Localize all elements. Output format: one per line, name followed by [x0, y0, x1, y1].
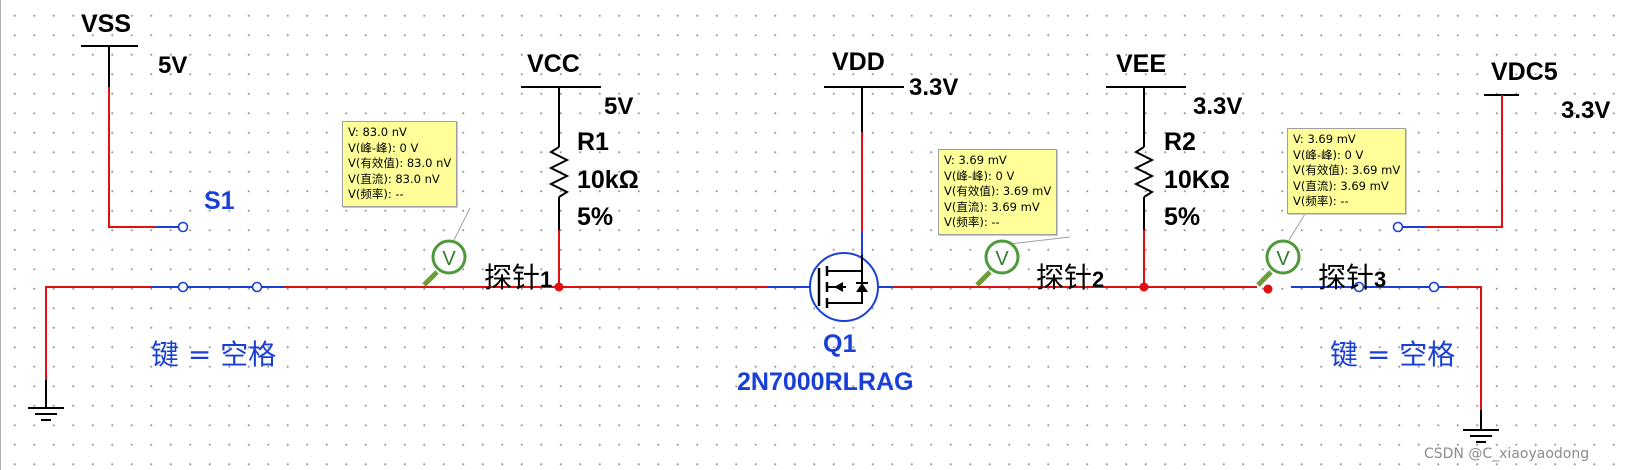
- svg-text:V: V: [1276, 248, 1290, 270]
- probe-2-reading: V(直流): 3.69 mV: [944, 199, 1040, 214]
- probe-1-reading: V: 83.0 nV: [348, 125, 407, 139]
- resistor-r1-ref: R1: [577, 128, 609, 156]
- switch-s1-key-label: 键 = 空格: [151, 338, 277, 371]
- resistor-r2-ref: R2: [1164, 128, 1196, 156]
- resistor-r1[interactable]: [521, 86, 601, 292]
- probe-2-reading: V(有效值): 3.69 mV: [944, 184, 1052, 198]
- switch-s1[interactable]: [81, 45, 284, 293]
- voltmeter-probe-icon[interactable]: V: [1256, 239, 1301, 287]
- resistor-r2[interactable]: [1106, 86, 1186, 292]
- probe-1-reading: V(有效值): 83.0 nV: [348, 156, 452, 170]
- probe-3-reading: V(有效值): 3.69 mV: [1293, 163, 1401, 177]
- ground-left: [28, 380, 64, 421]
- rail-vdd-label: VDD: [832, 48, 885, 76]
- switch-right[interactable]: [1291, 94, 1519, 293]
- resistor-r1-tolerance: 5%: [577, 203, 614, 231]
- resistor-r1-value: 10kΩ: [577, 166, 639, 194]
- probe-3-readout: V: 3.69 mV V(峰-峰): 0 V V(有效值): 3.69 mV V…: [1287, 128, 1407, 214]
- watermark: CSDN @C_xiaoyaodong: [1424, 446, 1590, 462]
- probe-2-label: 探针2: [1036, 261, 1105, 294]
- mosfet-q1-ref: Q1: [823, 330, 857, 358]
- voltmeter-probe-icon[interactable]: V: [422, 239, 467, 287]
- rail-vss-label: VSS: [81, 10, 132, 38]
- main-bus-wire: [45, 286, 1482, 410]
- probe-3-reading: V: 3.69 mV: [1293, 132, 1356, 146]
- resistor-r2-value: 10KΩ: [1164, 166, 1230, 194]
- voltmeter-probe-icon[interactable]: V: [975, 239, 1020, 287]
- vdd-feed: [824, 86, 904, 255]
- rail-vee-label: VEE: [1116, 50, 1167, 78]
- rail-vss-voltage: 5V: [158, 52, 188, 79]
- rail-vdc5-label: VDC5: [1491, 58, 1558, 86]
- probe-2-reading: V(峰-峰): 0 V: [944, 168, 1015, 183]
- probe-3-label: 探针3: [1318, 261, 1387, 294]
- probe-3-reading: V(频率): --: [1293, 194, 1349, 208]
- svg-text:V: V: [442, 248, 456, 270]
- mosfet-q1[interactable]: [767, 252, 893, 322]
- rail-vdc5-voltage: 3.3V: [1561, 97, 1611, 124]
- probe-1-label: 探针1: [484, 261, 553, 294]
- probe-1-reading: V(频率): --: [348, 187, 404, 201]
- probe-1-readout: V: 83.0 nV V(峰-峰): 0 V V(有效值): 83.0 nV V…: [342, 121, 458, 207]
- probe-1-reading: V(直流): 83.0 nV: [348, 171, 440, 186]
- probe-2-reading: V(频率): --: [944, 215, 1000, 229]
- resistor-r2-tolerance: 5%: [1164, 203, 1201, 231]
- svg-text:V: V: [995, 248, 1009, 270]
- junction-dot: [1263, 284, 1273, 294]
- rail-vee-voltage: 3.3V: [1193, 93, 1243, 120]
- ground-right: [1463, 410, 1499, 443]
- probe-3-reading: V(直流): 3.69 mV: [1293, 178, 1389, 193]
- probe-1-reading: V(峰-峰): 0 V: [348, 140, 419, 155]
- rail-vcc-voltage: 5V: [604, 93, 634, 120]
- rail-vdd-voltage: 3.3V: [909, 74, 959, 101]
- probe-3-reading: V(峰-峰): 0 V: [1293, 147, 1364, 162]
- switch-right-key-label: 键 = 空格: [1330, 338, 1456, 371]
- probe-2-reading: V: 3.69 mV: [944, 153, 1007, 167]
- probe-2-readout: V: 3.69 mV V(峰-峰): 0 V V(有效值): 3.69 mV V…: [938, 149, 1058, 235]
- rail-vcc-label: VCC: [527, 50, 580, 78]
- switch-s1-ref: S1: [204, 187, 235, 215]
- mosfet-q1-model: 2N7000RLRAG: [737, 368, 914, 396]
